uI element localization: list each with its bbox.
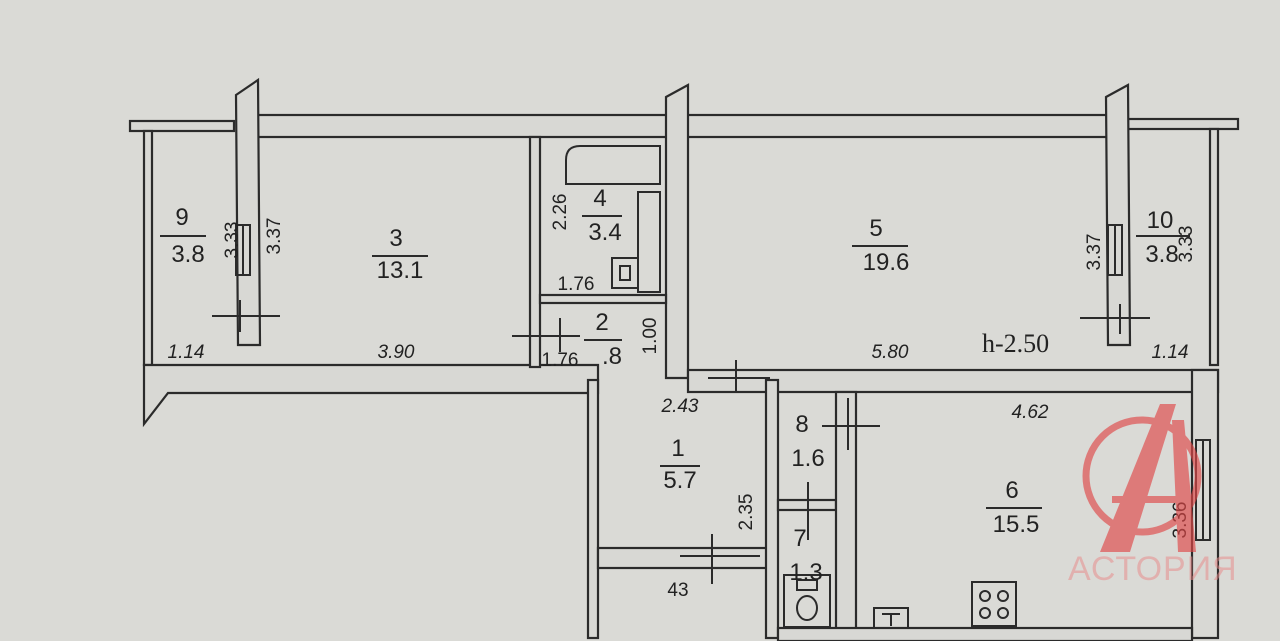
- dim-3-37-right: 3.37: [1084, 234, 1105, 271]
- dim-3-90: 3.90: [378, 342, 415, 363]
- bathtub-icon: [565, 145, 661, 185]
- room-4: 4 3.4: [582, 185, 622, 246]
- room-area: 19.6: [863, 249, 910, 276]
- dim-1-76-top: 1.76: [558, 274, 595, 295]
- toilet-icon: [783, 574, 831, 628]
- room-number: 7: [793, 525, 806, 552]
- room-area: 5.7: [663, 467, 696, 494]
- walls: [128, 77, 1240, 641]
- dim-1-00: 1.00: [640, 318, 661, 355]
- room-number: 3: [389, 225, 402, 252]
- room-area: 1.6: [791, 445, 824, 472]
- sink-icon: [611, 257, 639, 289]
- room-area: .8: [602, 343, 622, 370]
- room-7: 7 1.3: [789, 525, 822, 586]
- dim-4-62: 4.62: [1012, 402, 1049, 423]
- watermark: АСТОРИЯ: [1068, 404, 1238, 588]
- room-6: 6 15.5: [986, 477, 1042, 538]
- room-2: 2 .8: [584, 309, 622, 370]
- room-number: 10: [1147, 207, 1174, 234]
- windows: [235, 224, 1211, 541]
- room-number: 1: [671, 435, 684, 462]
- dim-1-76-bottom: 1.76: [542, 350, 579, 371]
- door-marks: [212, 300, 1150, 584]
- dim-43: 43: [667, 580, 688, 601]
- dim-2-35: 2.35: [736, 494, 757, 531]
- room-labels: 9 3.8 3 13.1 4 3.4 2 .8 5 19.6 10 3.8: [160, 185, 1190, 586]
- dim-2-43: 2.43: [661, 396, 699, 417]
- dim-2-26: 2.26: [550, 194, 571, 231]
- room-area: 15.5: [993, 511, 1040, 538]
- dim-1-14-right: 1.14: [1152, 342, 1189, 363]
- room-9: 9 3.8: [160, 204, 206, 268]
- kitchen-sink-icon: [873, 607, 909, 629]
- room-area: 13.1: [377, 257, 424, 284]
- dim-3-33-left: 3.33: [222, 222, 243, 259]
- dim-5-80: 5.80: [872, 342, 909, 363]
- room-area: 3.4: [588, 219, 621, 246]
- stove-icon: [971, 581, 1017, 627]
- room-area: 3.8: [171, 241, 204, 268]
- room-number: 5: [869, 215, 882, 242]
- dim-3-33-right: 3.33: [1176, 226, 1197, 263]
- fixtures: [565, 145, 1017, 629]
- room-3: 3 13.1: [372, 225, 428, 284]
- room-5: 5 19.6: [852, 215, 909, 276]
- dim-3-37-left: 3.37: [264, 218, 285, 255]
- room-8: 8 1.6: [791, 411, 824, 472]
- room-area: 1.3: [789, 559, 822, 586]
- room-1: 1 5.7: [660, 435, 700, 494]
- room-number: 4: [593, 185, 606, 212]
- astoria-logo-icon: [1082, 404, 1202, 552]
- dim-1-14-left: 1.14: [168, 342, 205, 363]
- room-number: 9: [175, 204, 188, 231]
- room-number: 6: [1005, 477, 1018, 504]
- ceiling-height: h-2.50: [982, 329, 1049, 358]
- room-10: 10 3.8: [1136, 207, 1190, 268]
- room-number: 2: [595, 309, 608, 336]
- room-area: 3.8: [1145, 241, 1178, 268]
- watermark-brand: АСТОРИЯ: [1068, 550, 1238, 588]
- room-number: 8: [795, 411, 808, 438]
